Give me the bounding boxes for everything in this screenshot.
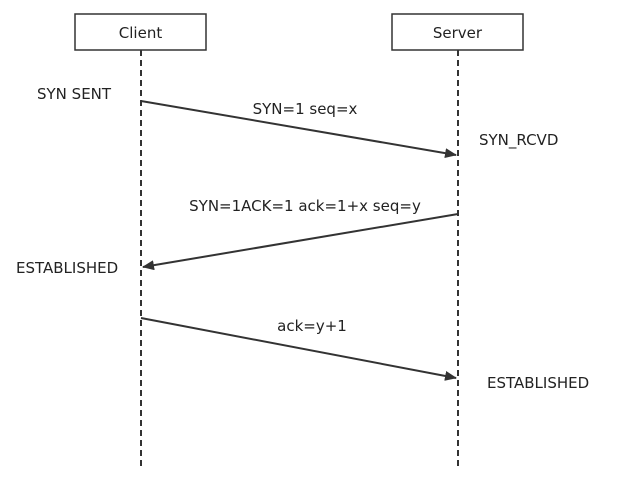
message-ack: ack=y+1 bbox=[140, 317, 457, 381]
client-state-syn-sent: SYN SENT bbox=[37, 85, 112, 103]
server-state-syn-rcvd: SYN_RCVD bbox=[479, 131, 558, 150]
client-actor: Client bbox=[74, 13, 207, 51]
message-syn-ack-arrow bbox=[142, 213, 459, 271]
server-label: Server bbox=[433, 24, 483, 42]
client-state-established: ESTABLISHED bbox=[16, 259, 118, 277]
message-syn-arrow bbox=[140, 100, 457, 159]
message-syn-ack-label: SYN=1ACK=1 ack=1+x seq=y bbox=[189, 197, 421, 215]
server-actor: Server bbox=[391, 13, 524, 51]
message-syn-label: SYN=1 seq=x bbox=[253, 100, 358, 118]
server-state-established: ESTABLISHED bbox=[487, 374, 589, 392]
client-box bbox=[74, 13, 207, 51]
message-ack-label: ack=y+1 bbox=[277, 317, 347, 335]
server-box bbox=[391, 13, 524, 51]
message-syn: SYN=1 seq=x bbox=[140, 100, 457, 159]
message-ack-arrow bbox=[140, 317, 457, 381]
client-label: Client bbox=[119, 24, 163, 42]
message-syn-ack: SYN=1ACK=1 ack=1+x seq=y bbox=[142, 197, 459, 271]
